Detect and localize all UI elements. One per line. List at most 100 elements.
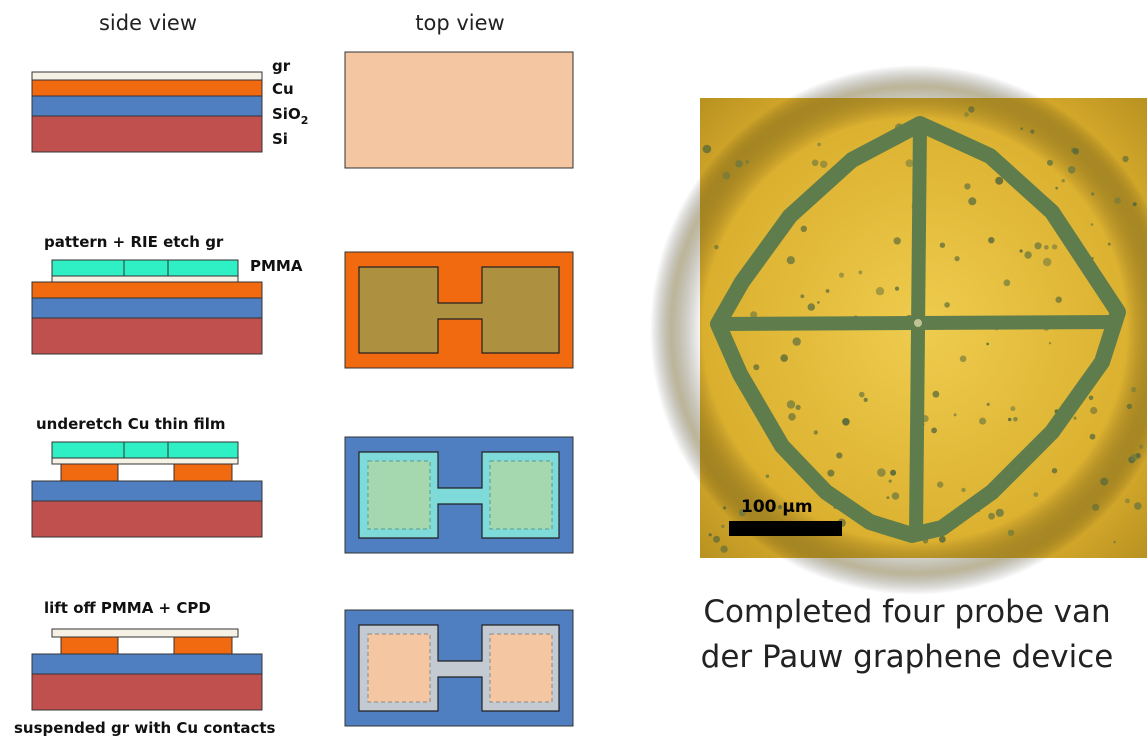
particle-speck — [1061, 179, 1065, 183]
particle-speck — [1033, 492, 1039, 497]
underetched-pad-left — [367, 460, 431, 530]
particle-speck — [953, 413, 957, 417]
sio2-layer — [31, 480, 263, 502]
particle-speck — [1139, 444, 1144, 449]
particle-speck — [1092, 503, 1100, 511]
top-view-suspended — [344, 609, 574, 727]
particle-speck — [836, 452, 843, 459]
particle-speck — [820, 160, 828, 168]
particle-speck — [765, 474, 770, 478]
label-sio2: SiO2 — [272, 105, 308, 127]
device-center — [914, 319, 922, 327]
particle-speck — [1051, 244, 1058, 250]
pmma-layer — [51, 259, 239, 277]
particle-speck — [1067, 166, 1076, 174]
particle-speck — [788, 413, 796, 421]
particle-speck — [708, 533, 712, 537]
particle-speck — [959, 355, 967, 363]
top-view-initial — [344, 51, 574, 169]
particle-speck — [780, 354, 788, 362]
label-sio2-main: SiO — [272, 105, 301, 123]
particle-speck — [1072, 148, 1080, 155]
particle-speck — [1019, 249, 1023, 253]
step-label-final: suspended gr with Cu contacts — [14, 719, 276, 737]
particle-speck — [863, 397, 868, 402]
caption-line-2: der Pauw graphene device — [701, 639, 1114, 675]
particle-speck — [894, 286, 900, 291]
particle-speck — [1090, 223, 1094, 226]
particle-speck — [932, 390, 940, 398]
particle-speck — [1042, 257, 1052, 267]
particle-speck — [1134, 502, 1142, 510]
particle-speck — [939, 535, 946, 543]
step-label-pattern: pattern + RIE etch gr — [44, 233, 224, 251]
particle-speck — [1044, 245, 1049, 250]
label-pmma: PMMA — [250, 257, 303, 275]
device-micrograph: 100 µm — [650, 65, 1147, 595]
particle-speck — [1013, 416, 1018, 422]
particle-speck — [786, 256, 795, 265]
scale-bar-label: 100 µm — [741, 497, 813, 517]
particle-speck — [777, 505, 783, 510]
particle-speck — [937, 481, 944, 488]
particle-speck — [888, 479, 892, 483]
graphene-layer — [51, 457, 239, 465]
particle-speck — [1113, 540, 1116, 544]
particle-speck — [858, 270, 863, 275]
copper-pad-right — [489, 633, 553, 703]
sio2-layer — [31, 653, 263, 675]
side-view-stack-underetched — [31, 441, 263, 538]
side-view-stack-suspended — [31, 628, 263, 711]
particle-speck — [713, 535, 720, 543]
particle-speck — [1055, 186, 1059, 190]
particle-speck — [723, 506, 727, 510]
side-view-stack-initial — [31, 71, 263, 153]
particle-speck — [721, 524, 725, 528]
particle-speck — [735, 160, 743, 168]
label-gr: gr — [272, 57, 291, 75]
particle-speck — [1126, 403, 1133, 410]
particle-speck — [1125, 498, 1130, 504]
graphene-layer — [51, 275, 239, 283]
particle-speck — [813, 430, 818, 435]
particle-speck — [988, 512, 995, 520]
caption-line-1: Completed four probe van — [703, 594, 1110, 630]
particle-speck — [1131, 386, 1137, 393]
particle-speck — [1107, 242, 1111, 246]
particle-speck — [1051, 468, 1058, 474]
particle-speck — [986, 342, 989, 346]
particle-speck — [750, 311, 758, 319]
particle-speck — [893, 237, 901, 245]
particle-speck — [944, 302, 950, 308]
particle-speck — [1091, 192, 1095, 196]
particle-speck — [838, 272, 845, 278]
particle-speck — [817, 142, 821, 147]
particle-speck — [1003, 279, 1011, 287]
particle-speck — [825, 289, 830, 293]
particle-speck — [968, 106, 975, 113]
graphene-layer — [31, 71, 263, 81]
particle-speck — [745, 160, 749, 164]
particle-speck — [807, 303, 816, 311]
graphene-layer — [51, 628, 239, 638]
particle-speck — [753, 364, 760, 371]
particle-speck — [995, 508, 1004, 517]
particle-speck — [859, 391, 865, 398]
particle-speck — [800, 294, 805, 299]
sio2-layer — [31, 95, 263, 117]
particle-speck — [1020, 127, 1023, 130]
particle-speck — [1007, 529, 1015, 536]
device-outer-frame — [710, 116, 1126, 543]
particle-speck — [886, 496, 890, 499]
particle-speck — [720, 545, 728, 553]
particle-speck — [875, 287, 885, 296]
si-layer — [31, 500, 263, 538]
particle-speck — [1034, 242, 1042, 250]
side-view-header: side view — [99, 11, 197, 35]
particle-speck — [1132, 202, 1137, 207]
particle-speck — [1048, 342, 1052, 345]
particle-speck — [890, 469, 897, 476]
particle-speck — [817, 301, 820, 304]
pmma-layer — [51, 441, 239, 459]
